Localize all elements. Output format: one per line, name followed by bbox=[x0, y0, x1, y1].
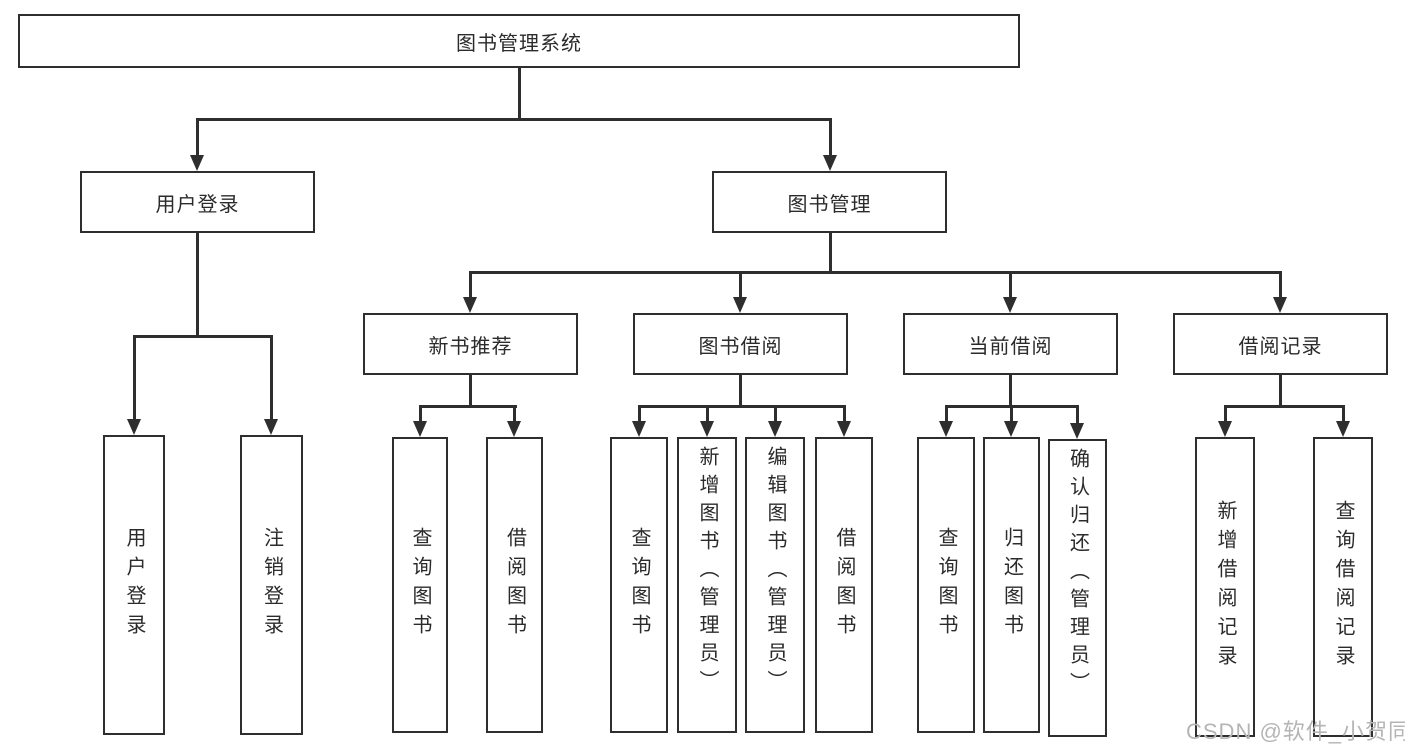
connector-line bbox=[133, 335, 136, 423]
connector-line bbox=[638, 405, 846, 408]
node-label: 确认归还（管理员） bbox=[1066, 448, 1089, 700]
connector-line bbox=[1224, 405, 1227, 425]
watermark-text: CSDN @软件_小贺同 bbox=[1186, 719, 1405, 744]
node-current-borrow: 当前借阅 bbox=[903, 313, 1118, 375]
arrowhead-down-icon bbox=[837, 421, 851, 437]
node-cb-query-book: 查询图书 bbox=[917, 437, 975, 733]
node-label: 新增借阅记录 bbox=[1214, 500, 1236, 674]
arrowhead-down-icon bbox=[1218, 421, 1232, 437]
node-label: 借阅图书 bbox=[503, 527, 526, 643]
node-label: 图书借阅 bbox=[698, 335, 783, 358]
node-label: 图书管理 bbox=[787, 193, 872, 216]
arrowhead-down-icon bbox=[1070, 423, 1084, 439]
node-book-management: 图书管理 bbox=[712, 171, 947, 233]
connector-line bbox=[1279, 271, 1282, 301]
node-bb-borrow-book: 借阅图书 bbox=[815, 437, 873, 733]
connector-line bbox=[1009, 375, 1012, 407]
connector-line bbox=[945, 405, 948, 425]
connector-line bbox=[739, 271, 742, 301]
connector-line bbox=[419, 405, 422, 425]
connector-line bbox=[774, 405, 777, 425]
connector-line bbox=[1279, 375, 1282, 407]
node-bb-query-book: 查询图书 bbox=[610, 437, 668, 733]
connector-line bbox=[1009, 271, 1012, 301]
arrowhead-down-icon bbox=[632, 421, 646, 437]
node-new-book-recommend: 新书推荐 bbox=[363, 313, 578, 375]
node-label: 查询图书 bbox=[409, 527, 431, 643]
node-book-borrow: 图书借阅 bbox=[633, 313, 848, 375]
node-label: 查询图书 bbox=[935, 527, 957, 643]
connector-line bbox=[638, 405, 641, 425]
node-label: 借阅记录 bbox=[1238, 335, 1323, 358]
connector-line bbox=[1224, 405, 1345, 408]
node-bb-edit-book-admin: 编辑图书（管理员） bbox=[745, 437, 805, 733]
connector-line bbox=[469, 375, 472, 407]
csdn-watermark: CSDN @软件_小贺同学 bbox=[1186, 714, 1405, 746]
arrowhead-down-icon bbox=[1004, 421, 1018, 437]
arrowhead-down-icon bbox=[1273, 297, 1287, 313]
node-label: 注销登录 bbox=[260, 527, 283, 643]
node-borrow-record: 借阅记录 bbox=[1173, 313, 1388, 375]
connector-line bbox=[469, 271, 472, 301]
node-root: 图书管理系统 bbox=[18, 14, 1020, 68]
node-label: 图书管理系统 bbox=[456, 32, 582, 55]
arrowhead-down-icon bbox=[190, 155, 204, 171]
arrowhead-down-icon bbox=[1003, 297, 1017, 313]
node-label: 借阅图书 bbox=[833, 527, 855, 643]
connector-line bbox=[1010, 405, 1013, 425]
arrowhead-down-icon bbox=[413, 421, 427, 437]
arrowhead-down-icon bbox=[700, 421, 714, 437]
connector-line bbox=[739, 375, 742, 407]
arrowhead-down-icon bbox=[127, 419, 141, 435]
node-nb-query-book: 查询图书 bbox=[392, 437, 448, 733]
connector-line bbox=[270, 335, 273, 423]
node-cb-confirm-return-admin: 确认归还（管理员） bbox=[1048, 439, 1107, 737]
connector-line bbox=[133, 335, 273, 338]
node-logout: 注销登录 bbox=[240, 435, 303, 735]
arrowhead-down-icon bbox=[733, 297, 747, 313]
node-label: 查询图书 bbox=[628, 527, 650, 643]
node-login: 用户登录 bbox=[103, 435, 165, 735]
node-label: 归还图书 bbox=[1000, 527, 1023, 643]
node-br-query-record: 查询借阅记录 bbox=[1313, 437, 1373, 737]
node-label: 新书推荐 bbox=[428, 335, 513, 358]
connector-line bbox=[196, 118, 832, 121]
node-label: 用户登录 bbox=[123, 527, 145, 643]
connector-line bbox=[829, 233, 832, 273]
node-label: 新增图书（管理员） bbox=[696, 446, 718, 698]
node-label: 当前借阅 bbox=[968, 335, 1053, 358]
arrowhead-down-icon bbox=[507, 421, 521, 437]
node-br-add-record: 新增借阅记录 bbox=[1195, 437, 1255, 737]
connector-line bbox=[1342, 405, 1345, 425]
connector-line bbox=[843, 405, 846, 425]
node-cb-return-book: 归还图书 bbox=[983, 437, 1040, 733]
connector-line bbox=[1076, 405, 1079, 425]
node-nb-borrow-book: 借阅图书 bbox=[486, 437, 543, 733]
connector-line bbox=[419, 405, 517, 408]
arrowhead-down-icon bbox=[264, 419, 278, 435]
arrowhead-down-icon bbox=[823, 155, 837, 171]
connector-line bbox=[513, 405, 516, 425]
connector-line bbox=[196, 233, 199, 337]
node-bb-add-book-admin: 新增图书（管理员） bbox=[677, 437, 737, 733]
node-label: 编辑图书（管理员） bbox=[764, 446, 786, 698]
arrowhead-down-icon bbox=[1336, 421, 1350, 437]
connector-line bbox=[196, 118, 199, 160]
arrowhead-down-icon bbox=[463, 297, 477, 313]
node-user-login: 用户登录 bbox=[80, 171, 315, 233]
connector-line bbox=[518, 68, 521, 120]
connector-line bbox=[469, 271, 1282, 274]
arrowhead-down-icon bbox=[768, 421, 782, 437]
connector-line bbox=[829, 118, 832, 160]
node-label: 查询借阅记录 bbox=[1332, 500, 1354, 674]
connector-line bbox=[706, 405, 709, 425]
arrowhead-down-icon bbox=[939, 421, 953, 437]
node-label: 用户登录 bbox=[155, 193, 240, 216]
